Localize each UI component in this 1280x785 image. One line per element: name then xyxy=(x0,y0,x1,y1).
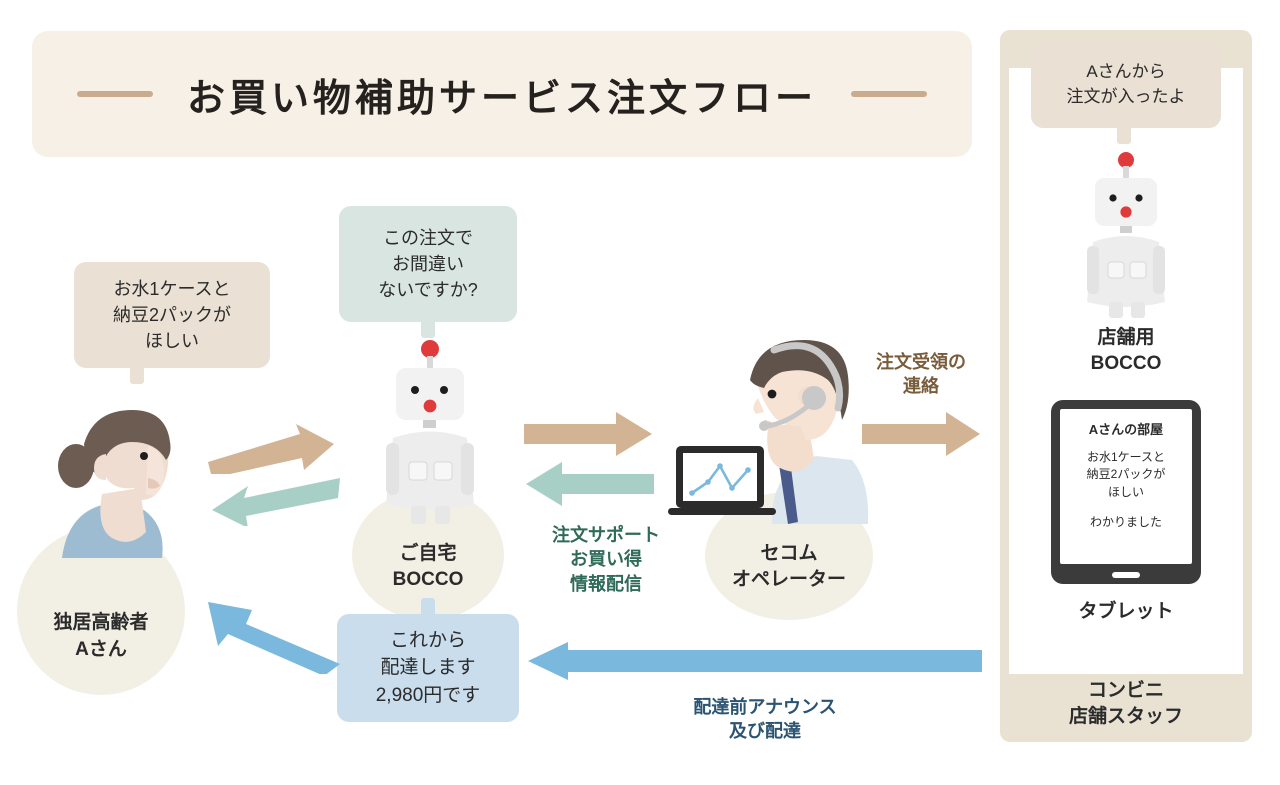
operator-label-line-2: オペレーター xyxy=(731,569,846,590)
arrow-senior-to-home-bocco xyxy=(208,424,334,474)
confirm-order-line-1: この注文で xyxy=(383,227,473,248)
confirm-order-bubble-tail xyxy=(421,322,435,338)
confirm-order-line-2: お間違い xyxy=(392,253,464,274)
store-staff-label-line-1: コンビニ xyxy=(1087,680,1164,701)
home-bocco-label: ご自宅 BOCCO xyxy=(393,541,464,592)
predelivery-label: 配達前アナウンス 及び配達 xyxy=(645,695,885,744)
tablet-home-button[interactable] xyxy=(1112,572,1140,578)
tablet-icon[interactable]: Aさんの部屋 お水1ケースと 納豆2パックが ほしい わかりました xyxy=(1051,400,1201,584)
order-support-line-2: お買い得 xyxy=(570,549,642,570)
senior-request-bubble-tail xyxy=(130,368,144,384)
store-bocco-label: 店舗用 BOCCO xyxy=(1009,325,1243,376)
order-receipt-line-2: 連絡 xyxy=(903,376,939,397)
arrow-home-bocco-to-senior xyxy=(212,478,340,526)
headset-operator-icon xyxy=(668,340,868,524)
order-support-line-3: 情報配信 xyxy=(570,573,642,594)
delivery-notice-line-3: 2,980円です xyxy=(375,684,481,706)
confirm-order-line-3: ないですか? xyxy=(378,280,478,301)
senior-label-line-1: 独居高齢者 xyxy=(53,612,149,634)
store-staff-label: コンビニ 店舗スタッフ xyxy=(1009,678,1243,729)
senior-label-line-2: Aさん xyxy=(75,639,127,660)
tablet-room-title: Aさんの部屋 xyxy=(1088,422,1164,437)
delivery-notice-bubble: これから 配達します 2,980円です xyxy=(337,614,519,722)
store-bocco-robot-icon xyxy=(1087,152,1165,318)
tablet-order-line-2: 納豆2パックが xyxy=(1086,467,1166,482)
delivery-notice-line-2: 配達します xyxy=(380,657,476,679)
store-bocco-label-line-1: 店舗用 xyxy=(1097,327,1155,348)
senior-label: 独居高齢者 Aさん xyxy=(53,610,148,663)
arrow-store-to-home-bocco xyxy=(528,642,982,680)
predelivery-line-1: 配達前アナウンス xyxy=(693,697,837,717)
senior-request-bubble: お水1ケースと 納豆2パックが ほしい xyxy=(74,262,270,368)
store-bocco-label-line-2: BOCCO xyxy=(1090,352,1162,374)
confirm-order-bubble: この注文で お間違い ないですか? xyxy=(339,206,517,322)
home-bocco-label-line-2: BOCCO xyxy=(392,569,464,590)
order-support-label: 注文サポート お買い得 情報配信 xyxy=(521,523,691,596)
operator-label: セコム オペレーター xyxy=(732,541,846,592)
home-bocco-label-line-1: ご自宅 xyxy=(399,543,457,565)
tablet-order-line-3: ほしい xyxy=(1107,484,1144,499)
operator-label-line-1: セコム xyxy=(760,543,818,565)
arrow-delivery-to-senior xyxy=(208,602,340,674)
tablet-reply-message: わかりました xyxy=(1089,515,1162,530)
arrow-home-bocco-to-operator xyxy=(524,412,652,456)
delivery-notice-bubble-tail xyxy=(421,598,435,614)
order-support-line-1: 注文サポート xyxy=(552,525,660,545)
store-notice-line-1: Aさんから xyxy=(1086,62,1166,82)
delivery-notice-line-1: これから xyxy=(389,629,466,651)
title-rule-right xyxy=(851,91,927,97)
senior-request-line-3: ほしい xyxy=(145,331,199,352)
tablet-screen: Aさんの部屋 お水1ケースと 納豆2パックが ほしい わかりました xyxy=(1060,409,1192,564)
tablet-label: タブレット xyxy=(1078,601,1174,622)
store-notice-line-2: 注文が入ったよ xyxy=(1066,87,1186,106)
tablet-order-line-1: お水1ケースと xyxy=(1086,450,1166,464)
arrow-operator-to-home-bocco xyxy=(526,462,654,506)
store-notice-bubble-tail xyxy=(1117,128,1131,144)
store-staff-label-line-2: 店舗スタッフ xyxy=(1068,705,1183,727)
order-receipt-line-1: 注文受領の xyxy=(876,352,966,372)
title-rule-left xyxy=(76,91,153,97)
order-receipt-label: 注文受領の 連絡 xyxy=(856,350,986,399)
tablet-order-message: お水1ケースと 納豆2パックが ほしい xyxy=(1087,449,1166,501)
home-bocco-robot-icon xyxy=(386,340,474,524)
senior-request-line-2: 納豆2パックが xyxy=(112,304,231,325)
title-banner: お買い物補助サービス注文フロー xyxy=(32,31,972,157)
page-title: お買い物補助サービス注文フロー xyxy=(186,77,817,120)
arrow-operator-to-store xyxy=(862,412,980,456)
senior-request-line-1: お水1ケースと xyxy=(113,278,231,299)
elderly-woman-icon xyxy=(58,410,171,558)
predelivery-line-2: 及び配達 xyxy=(729,721,801,742)
store-notice-bubble: Aさんから 注文が入ったよ xyxy=(1031,42,1221,128)
